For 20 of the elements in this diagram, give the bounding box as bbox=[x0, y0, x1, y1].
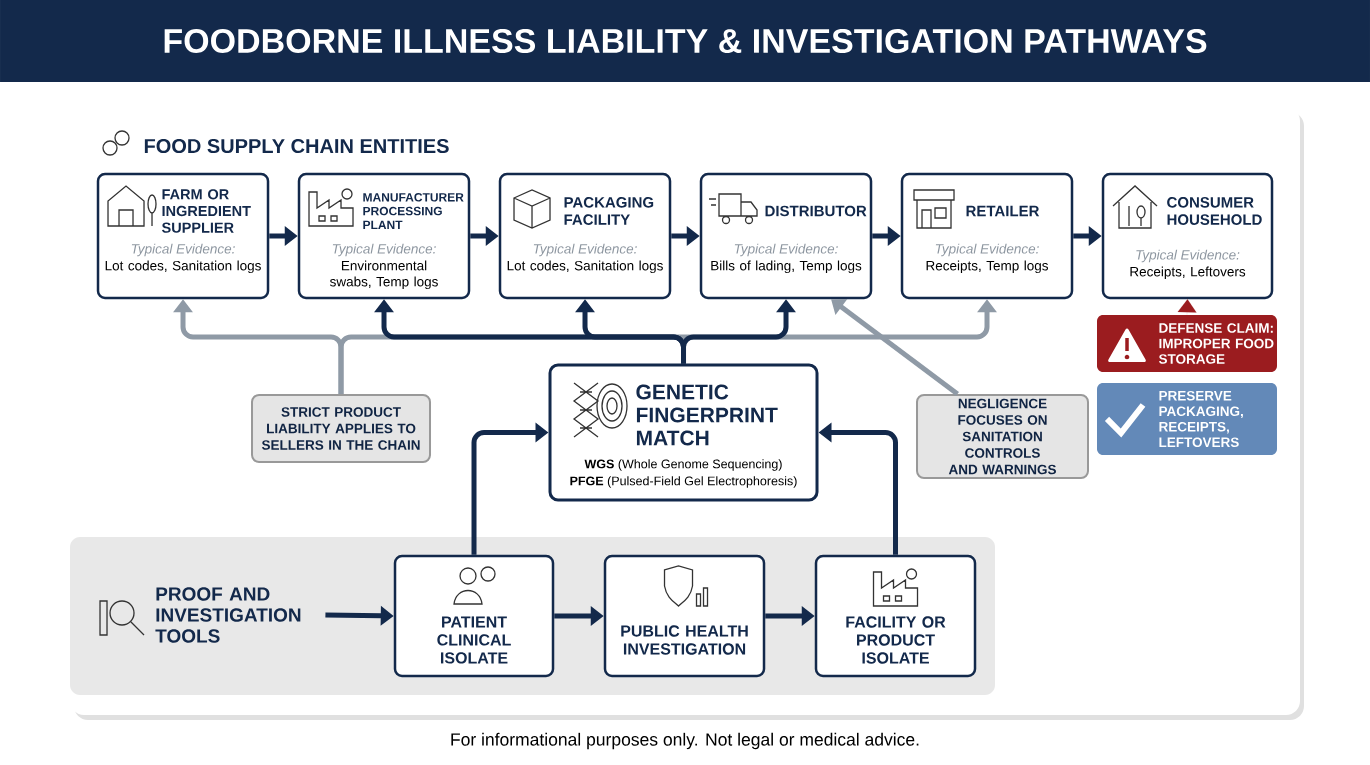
note-box: STRICT PRODUCT LIABILITY APPLIES TO SELLERS IN THE CHAIN bbox=[251, 394, 431, 463]
result-box: GENETIC FINGERPRINT MATCH WGS (Whole Genome Sequencing) PFGE (Pulsed-Field Gel Electrophoresis) bbox=[548, 363, 819, 502]
tip-banner: PRESERVE PACKAGING, RECEIPTS, LEFTOVERS bbox=[1097, 383, 1277, 455]
step-box: FACILITY OR PRODUCT ISOLATE bbox=[814, 554, 977, 678]
step-box: PUBLIC HEALTH INVESTIGATION bbox=[603, 554, 766, 678]
arrow bbox=[831, 299, 959, 396]
entity-box: FARM OR INGREDIENT SUPPLIER Typical Evidence: Lot codes, Sanitation logs bbox=[96, 172, 270, 300]
step-box: PATIENT CLINICAL ISOLATE bbox=[393, 554, 555, 678]
footer-note: For informational purposes only. Not legal or medical advice. bbox=[451, 732, 919, 750]
arrow bbox=[1177, 299, 1197, 315]
entity-box: CONSUMER HOUSEHOLD Typical Evidence: Receipts, Leftovers bbox=[1101, 172, 1274, 300]
entity-box: RETAILER Typical Evidence: Receipts, Temp logs bbox=[900, 172, 1074, 300]
warning-banner: DEFENSE CLAIM: IMPROPER FOOD STORAGE bbox=[1097, 315, 1277, 372]
entity-box: DISTRIBUTOR Typical Evidence: Bills of lading, Temp logs bbox=[699, 172, 873, 300]
note-box: NEGLIGENCE FOCUSES ON SANITATION CONTROLS AND WARNINGS bbox=[916, 394, 1089, 479]
entity-box: MANUFACTURER PROCESSING PLANT Typical Evidence: Environmental swabs, Temp logs bbox=[297, 172, 471, 300]
title-bar: FOODBORNE ILLNESS LIABILITY & INVESTIGATION PATHWAYS bbox=[0, 0, 1370, 82]
section-heading: FOOD SUPPLY CHAIN ENTITIES bbox=[144, 138, 449, 154]
entity-box: PACKAGING FACILITY Typical Evidence: Lot codes, Sanitation logs bbox=[498, 172, 672, 300]
section-heading: PROOF AND INVESTIGATION TOOLS bbox=[155, 587, 301, 643]
